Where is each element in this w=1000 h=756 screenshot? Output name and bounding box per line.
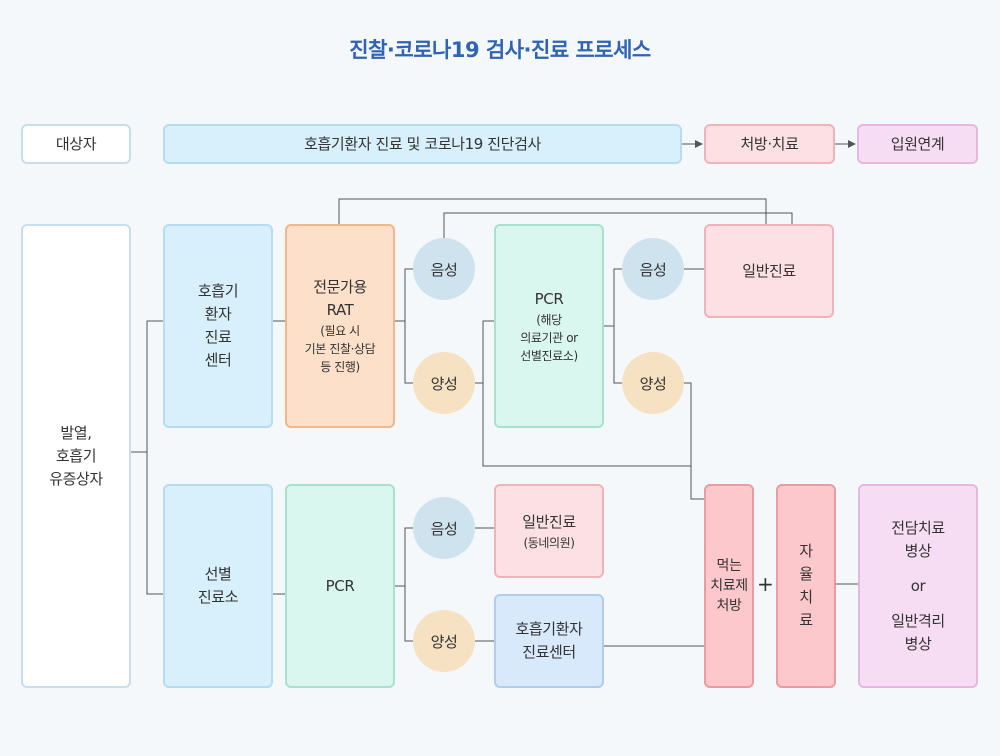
hospital-line1-b: 병상 bbox=[904, 541, 932, 560]
admission-header-label: 입원연계 bbox=[890, 134, 945, 153]
pcr-top-sub-1: (해당 bbox=[536, 312, 562, 327]
resp-center-line-1: 호흡기환자 bbox=[515, 620, 583, 638]
clinic-positive-circle: 양성 bbox=[413, 610, 475, 672]
pcr-negative-circle: 음성 bbox=[622, 238, 684, 300]
patient-line-2: 호흡기 bbox=[55, 446, 97, 465]
screening-clinic-box: 선별 진료소 bbox=[163, 484, 273, 688]
line-patient-to-center bbox=[131, 320, 163, 453]
line-negative-to-general bbox=[443, 212, 793, 238]
hospital-bed-box: 전담치료 병상 or 일반격리 병상 bbox=[858, 484, 978, 688]
plus-sign: + bbox=[757, 572, 774, 596]
self-treatment-char-2: 율 bbox=[799, 565, 813, 583]
page-title: 진찰·코로나19 검사·진료 프로세스 bbox=[349, 38, 651, 62]
pcr-top-sub-2: 의료기관 or bbox=[520, 330, 578, 345]
patient-box: 발열, 호흡기 유증상자 bbox=[21, 224, 131, 688]
target-header-label: 대상자 bbox=[55, 134, 97, 153]
general-care-top-label: 일반진료 bbox=[742, 261, 796, 280]
center-line-1: 호흡기 bbox=[197, 282, 239, 300]
line-positive-to-medicine bbox=[684, 382, 704, 500]
clinic-line-2: 진료소 bbox=[197, 588, 239, 606]
medicine-line-1: 먹는 bbox=[716, 558, 742, 574]
self-treatment-char-1: 자 bbox=[799, 542, 813, 560]
process-header-label: 호흡기환자 진료 및 코로나19 진단검사 bbox=[304, 134, 541, 153]
pcr-bottom-label: PCR bbox=[325, 576, 355, 595]
positive-label: 양성 bbox=[430, 374, 458, 393]
line-rat-to-general bbox=[338, 198, 767, 224]
self-treatment-char-3: 치 bbox=[799, 588, 813, 606]
respiratory-center-box: 호흡기 환자 진료 센터 bbox=[163, 224, 273, 428]
negative-label: 음성 bbox=[430, 260, 458, 279]
center-line-3: 진료 bbox=[204, 328, 232, 346]
rat-line-1: 전문가용 bbox=[313, 278, 367, 296]
center-line-2: 환자 bbox=[204, 305, 232, 323]
hospital-line2-b: 병상 bbox=[904, 634, 932, 653]
medicine-line-3: 처방 bbox=[716, 598, 742, 614]
admission-header: 입원연계 bbox=[857, 124, 978, 164]
resp-center-line-2: 진료센터 bbox=[522, 643, 576, 661]
medicine-line-2: 치료제 bbox=[710, 578, 748, 594]
target-header: 대상자 bbox=[21, 124, 131, 164]
rat-negative-circle: 음성 bbox=[413, 238, 475, 300]
pcr-positive-circle: 양성 bbox=[622, 352, 684, 414]
pcr-bottom-box: PCR bbox=[285, 484, 395, 688]
general-care-top-box: 일반진료 bbox=[704, 224, 834, 318]
positive-label: 양성 bbox=[430, 632, 458, 651]
hospital-line2-a: 일반격리 bbox=[891, 611, 945, 630]
medicine-box: 먹는 치료제 처방 bbox=[704, 484, 754, 688]
patient-line-1: 발열, bbox=[60, 423, 92, 442]
clinic-line-1: 선별 bbox=[204, 565, 232, 583]
rat-box: 전문가용 RAT (필요 시 기본 진찰·상담 등 진행) bbox=[285, 224, 395, 428]
center-line-4: 센터 bbox=[204, 351, 232, 369]
respiratory-center-bottom-box: 호흡기환자 진료센터 bbox=[494, 594, 604, 688]
clinic-negative-circle: 음성 bbox=[413, 497, 475, 559]
positive-label: 양성 bbox=[639, 374, 667, 393]
pcr-top-box: PCR (해당 의료기관 or 선별진료소) bbox=[494, 224, 604, 428]
pcr-top-sub-3: 선별진료소) bbox=[520, 348, 578, 363]
general-care-bottom-sub: (동네의원) bbox=[523, 535, 575, 550]
pcr-top-title: PCR bbox=[534, 289, 564, 308]
self-treatment-char-4: 료 bbox=[799, 611, 813, 629]
rat-line-2: RAT bbox=[326, 301, 354, 319]
rat-sub-3: 등 진행) bbox=[320, 360, 360, 374]
rat-positive-circle: 양성 bbox=[413, 352, 475, 414]
self-treatment-box: 자 율 치 료 bbox=[776, 484, 836, 688]
general-care-bottom-box: 일반진료 (동네의원) bbox=[494, 484, 604, 578]
patient-line-3: 유증상자 bbox=[49, 469, 103, 488]
hospital-or: or bbox=[910, 576, 926, 595]
treatment-header: 처방·치료 bbox=[704, 124, 835, 164]
rat-sub-2: 기본 진찰·상담 bbox=[304, 342, 376, 356]
hospital-line1-a: 전담치료 bbox=[891, 518, 945, 537]
process-header: 호흡기환자 진료 및 코로나19 진단검사 bbox=[163, 124, 682, 164]
negative-label: 음성 bbox=[639, 260, 667, 279]
negative-label: 음성 bbox=[430, 519, 458, 538]
rat-sub-1: (필요 시 bbox=[320, 324, 360, 338]
general-care-bottom-title: 일반진료 bbox=[522, 512, 576, 531]
line-patient-to-clinic bbox=[146, 452, 163, 595]
treatment-header-label: 처방·치료 bbox=[740, 134, 799, 153]
